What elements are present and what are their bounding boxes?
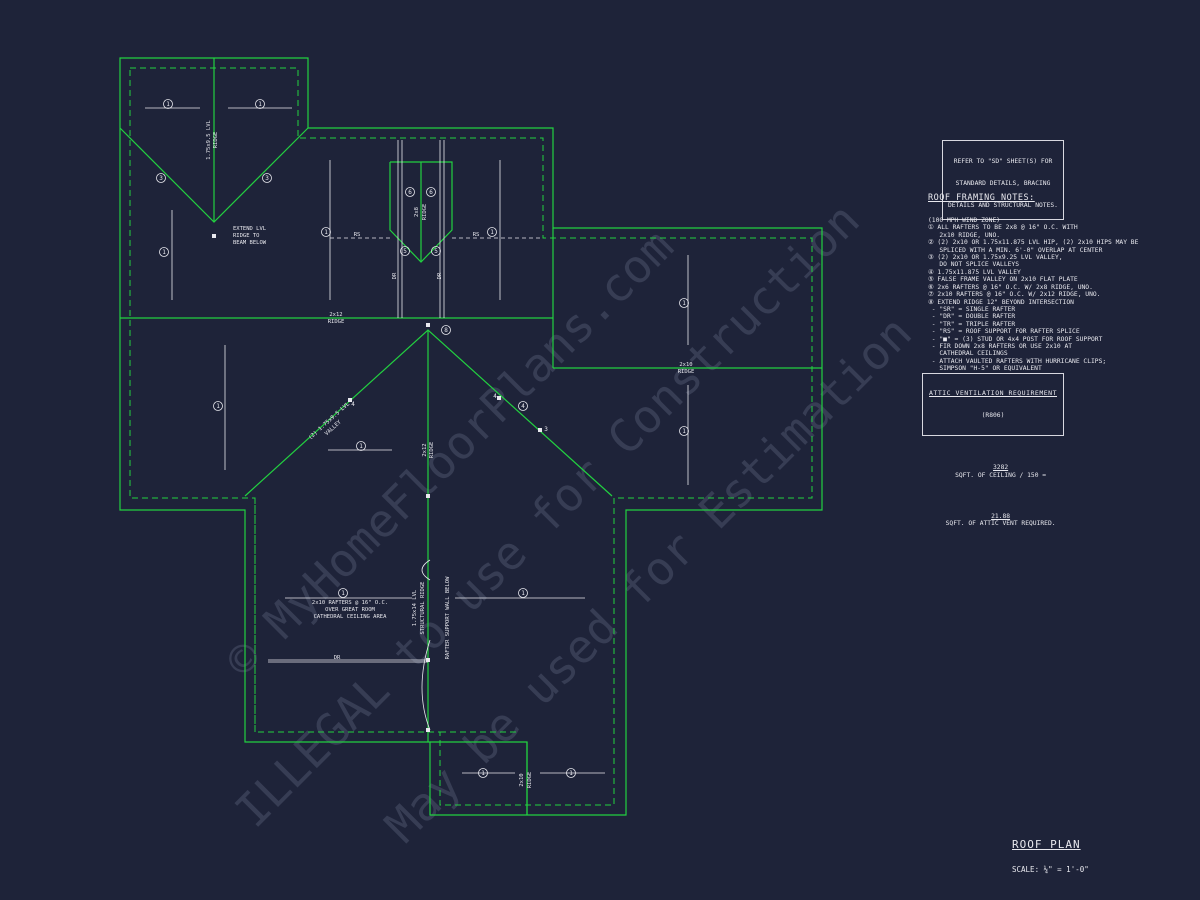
post-4: 4 [351, 401, 355, 408]
callout-1: 1 [481, 770, 485, 777]
framing-note-line: SPLICED WITH A MIN. 6'-0" OVERLAP AT CEN… [928, 246, 1103, 254]
dr-label: DR [437, 272, 443, 279]
framing-note-line: - "TR" = TRIPLE RAFTER [928, 320, 1016, 328]
framing-note-line: - ATTACH VAULTED RAFTERS WITH HURRICANE … [928, 357, 1107, 365]
ridge-size-label: 2x8 [414, 207, 420, 217]
ridge-label: RIDGE [328, 319, 345, 325]
framing-note-line: ③ (2) 2x10 OR 1.75x9.25 LVL VALLEY, [928, 254, 1063, 262]
rafters-note-line-3: CATHEDRAL CEILING AREA [314, 614, 388, 620]
attic-ceiling-text: SQFT. OF CEILING / 150 = [955, 471, 1047, 479]
framing-note-line: DO NOT SPLICE VALLEYS [928, 261, 1019, 269]
callout-1: 1 [569, 770, 573, 777]
attic-ceiling-value: 3282 [993, 464, 1009, 472]
rafter-span-lines [145, 107, 689, 774]
callout-6: 6 [408, 189, 412, 196]
callout-4: 4 [521, 403, 525, 410]
callouts [156, 99, 689, 778]
ridge-label: RIDGE [422, 204, 428, 221]
beam-below-label: BEAM BELOW [233, 240, 267, 246]
framing-note-line: SIMPSON "H-5" OR EQUIVALENT [928, 365, 1042, 373]
framing-notes: ROOF FRAMING NOTES: (100 MPH WIND ZONE)①… [928, 180, 1138, 380]
ridge-size-label: 2x12 [422, 443, 428, 456]
callout-1: 1 [258, 101, 262, 108]
ridge-label: RIDGE [213, 132, 219, 149]
callout-8: 8 [444, 327, 448, 334]
refer-note-line-1: REFER TO "SD" SHEET(S) FOR [953, 157, 1053, 165]
attic-code: (R806) [981, 411, 1005, 419]
framing-notes-list: (100 MPH WIND ZONE)① ALL RAFTERS TO BE 2… [928, 217, 1138, 373]
framing-note-line: - "■" = (3) STUD OR 4x4 POST FOR ROOF SU… [928, 335, 1103, 343]
attic-vent-text: SQFT. OF ATTIC VENT REQUIRED. [945, 520, 1056, 528]
rafters-note-line-2: OVER GREAT ROOM [325, 607, 375, 613]
framing-note-line: (100 MPH WIND ZONE) [928, 217, 1001, 225]
framing-note-line: - FIR DOWN 2x8 RAFTERS OR USE 2x10 AT [928, 342, 1073, 350]
callout-1: 1 [490, 229, 494, 236]
extend-lvl-label: EXTEND LVL [233, 226, 267, 232]
post-3: 3 [544, 426, 548, 433]
refer-note-box: REFER TO "SD" SHEET(S) FOR STANDARD DETA… [942, 140, 1064, 221]
callout-1: 1 [162, 249, 166, 256]
attic-ventilation: ATTIC VENTILATION REQUIREMENT (R806) 328… [922, 358, 1064, 542]
framing-note-line: ⑤ FALSE FRAME VALLEY ON 2x10 FLAT PLATE [928, 276, 1078, 284]
lvl-ridge-label: 1.75x9.5 LVL [206, 119, 212, 159]
drawing-title: ROOF PLAN [1012, 837, 1081, 851]
framing-note-line: - "RS" = ROOF SUPPORT FOR RAFTER SPLICE [928, 328, 1080, 336]
structural-ridge-label: STRUCTURAL RIDGE [420, 582, 426, 635]
callout-1: 1 [682, 428, 686, 435]
framing-notes-title: ROOF FRAMING NOTES: [928, 192, 1035, 203]
callout-3: 3 [159, 175, 163, 182]
framing-note-line: ② (2) 2x10 OR 1.75x11.875 LVL HIP, (2) 2… [928, 239, 1139, 247]
framing-note-line: ⑧ EXTEND RIDGE 12" BEYOND INTERSECTION [928, 298, 1074, 306]
dr-label: DR [392, 272, 398, 279]
callout-1: 1 [166, 101, 170, 108]
roof-outline [119, 57, 823, 816]
rafters-note-line-1: 2x10 RAFTERS @ 16" O.C. [312, 600, 388, 606]
callout-5: 5 [403, 248, 407, 255]
wall-lines-dashed [129, 67, 813, 806]
callout-1: 1 [341, 590, 345, 597]
callout-1: 1 [324, 229, 328, 236]
rafter-support-label: RAFTER SUPPORT WALL BELOW [445, 576, 451, 659]
refer-note-line-3: DETAILS AND STRUCTURAL NOTES. [948, 202, 1058, 210]
attic-title: ATTIC VENTILATION REQUIREMENT [929, 388, 1057, 397]
callout-1: 1 [359, 443, 363, 450]
ridge-label: RIDGE [678, 369, 695, 375]
callout-1: 1 [216, 403, 220, 410]
structural-lvl-label: 1.75x14 LVL [412, 589, 418, 626]
ridge-size-label: 2x10 [519, 773, 525, 786]
ridge-to-label: RIDGE TO [233, 233, 260, 239]
framing-note-line: - "DR" = DOUBLE RAFTER [928, 313, 1016, 321]
framing-note-line: - "SR" = SINGLE RAFTER [928, 305, 1016, 313]
framing-note-line: 2x10 RIDGE, UNO. [928, 231, 1001, 239]
framing-note-line: ④ 1.75x11.875 LVL VALLEY [928, 268, 1021, 276]
callout-1: 1 [521, 590, 525, 597]
callout-1: 1 [682, 300, 686, 307]
ridge-label: RIDGE [527, 772, 533, 789]
framing-note-line: ① ALL RAFTERS TO BE 2x8 @ 16" O.C. WITH [928, 224, 1078, 232]
callout-3: 3 [265, 175, 269, 182]
callout-5: 5 [434, 248, 438, 255]
callout-6: 6 [429, 189, 433, 196]
ridge-size-label: 2x12 [329, 312, 342, 318]
framing-note-line: CATHEDRAL CEILINGS [928, 350, 1008, 358]
framing-note-line: ⑦ 2x10 RAFTERS @ 16" O.C. W/ 2x12 RIDGE,… [928, 291, 1101, 299]
framing-note-line: ⑥ 2x6 RAFTERS @ 16" O.C. W/ 2x8 RIDGE, U… [928, 283, 1093, 291]
ridge-label: RIDGE [429, 442, 435, 459]
refer-note-line-2: STANDARD DETAILS, BRACING [955, 180, 1051, 188]
attic-vent-value: 21.88 [991, 512, 1011, 520]
title-block: ROOF PLAN SCALE: ¼" = 1'-0" [1012, 826, 1089, 881]
rs-label: RS [473, 232, 480, 238]
post-4: 4 [493, 393, 497, 400]
dr-label: DR [334, 655, 341, 661]
callout-numbers: 1 1 3 3 1 1 1 6 6 5 5 8 1 1 4 1 1 1 1 1 … [159, 101, 686, 777]
support-posts [212, 234, 542, 732]
ridge-size-label: 2x10 [679, 362, 692, 368]
drawing-scale: SCALE: ¼" = 1'-0" [1012, 865, 1089, 875]
rs-label: RS [354, 232, 361, 238]
